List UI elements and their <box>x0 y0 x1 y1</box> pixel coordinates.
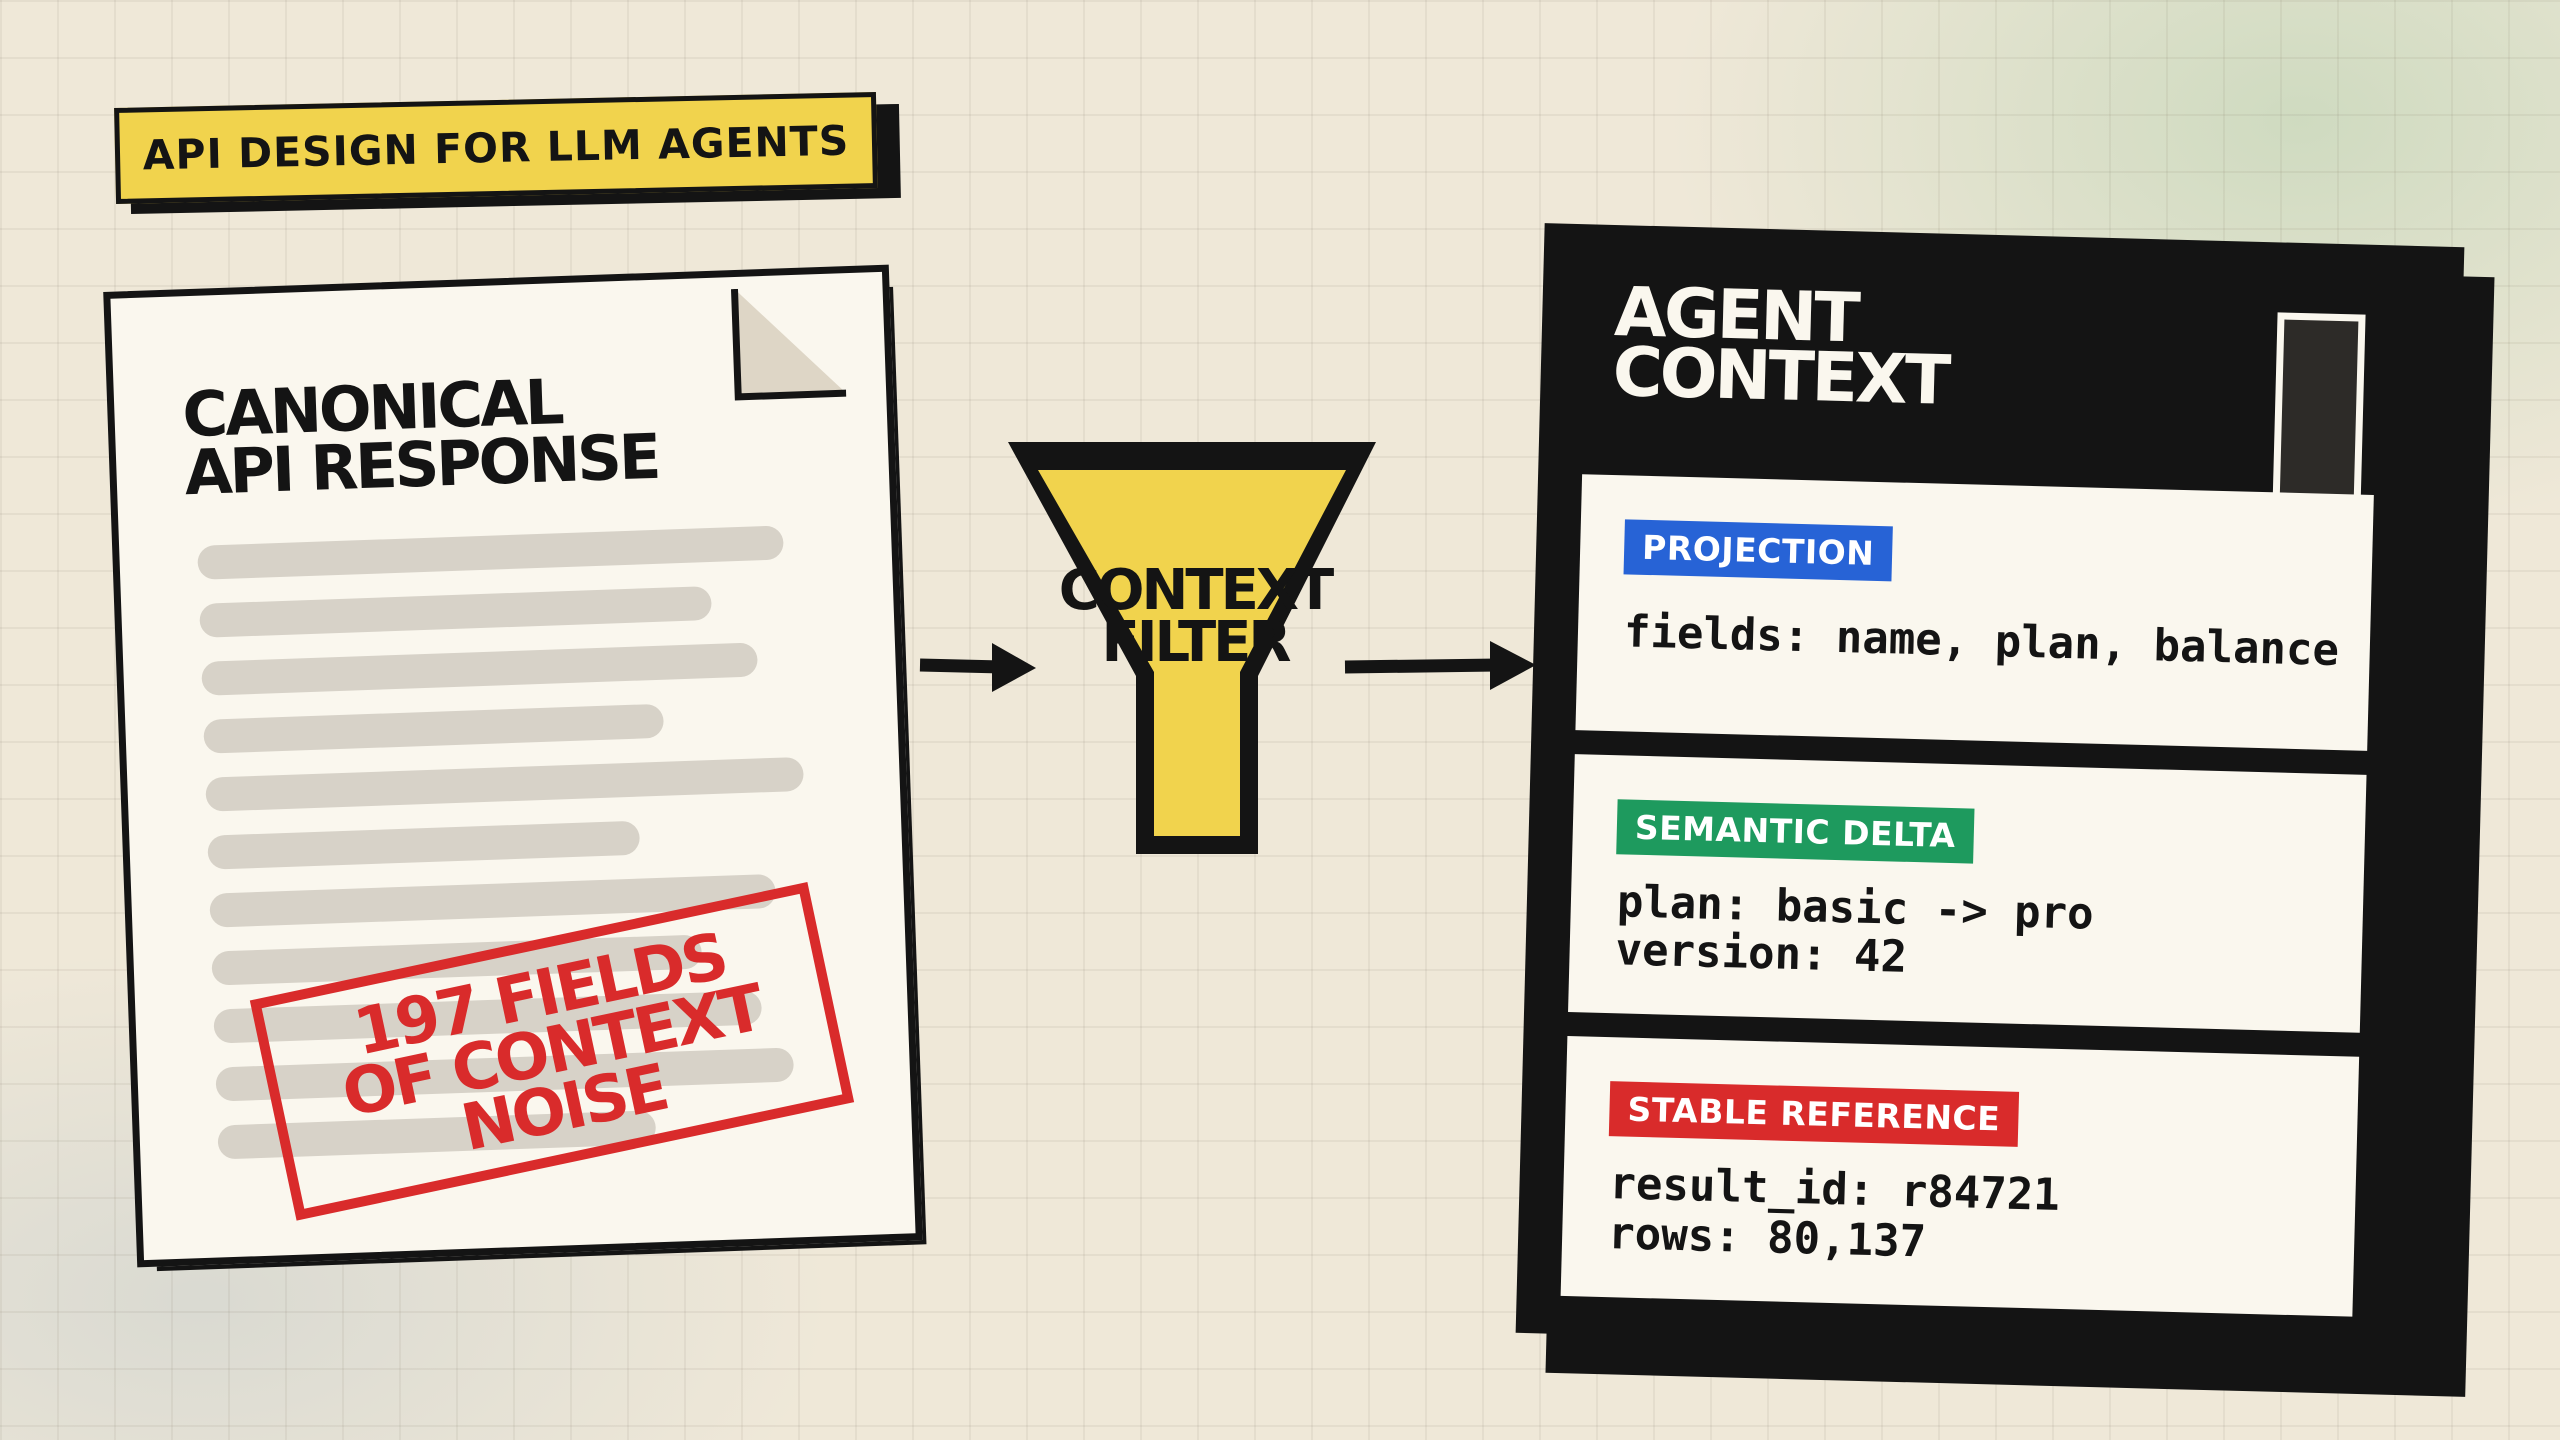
panel-tab-marker <box>2272 312 2366 505</box>
projection-card: PROJECTION fields: name, plan, balance <box>1575 474 2374 751</box>
canonical-response-document: CANONICAL API RESPONSE 197 FIELDS OF CON… <box>103 264 923 1268</box>
stable-reference-label: STABLE REFERENCE <box>1608 1081 2019 1147</box>
context-filter-label: CONTEXT FILTER <box>1058 558 1334 675</box>
funnel-icon <box>1008 442 1376 854</box>
semantic-delta-card: SEMANTIC DELTA plan: basic -> pro versio… <box>1568 754 2367 1033</box>
title-badge: API DESIGN FOR LLM AGENTS <box>114 92 878 204</box>
page-fold-icon <box>730 285 847 401</box>
agent-context-title: AGENT CONTEXT <box>1611 273 1950 421</box>
semantic-delta-label: SEMANTIC DELTA <box>1616 799 1975 864</box>
stable-reference-card: STABLE REFERENCE result_id: r84721 rows:… <box>1560 1036 2360 1317</box>
placeholder-line <box>199 585 713 638</box>
projection-label: PROJECTION <box>1623 519 1894 582</box>
canonical-response-title: CANONICAL API RESPONSE <box>181 365 660 510</box>
stable-reference-code-line: rows: 80,137 <box>1607 1208 1927 1268</box>
placeholder-line <box>201 642 759 696</box>
placeholder-line <box>203 703 665 754</box>
placeholder-line <box>207 820 641 870</box>
title-badge-text: API DESIGN FOR LLM AGENTS <box>142 116 850 180</box>
placeholder-line <box>197 525 784 580</box>
placeholder-line <box>205 756 805 812</box>
agent-context-panel: AGENT CONTEXT PROJECTION fields: name, p… <box>1515 223 2465 1357</box>
semantic-delta-code-line: version: 42 <box>1615 924 1908 983</box>
projection-code: fields: name, plan, balance <box>1623 606 2340 677</box>
